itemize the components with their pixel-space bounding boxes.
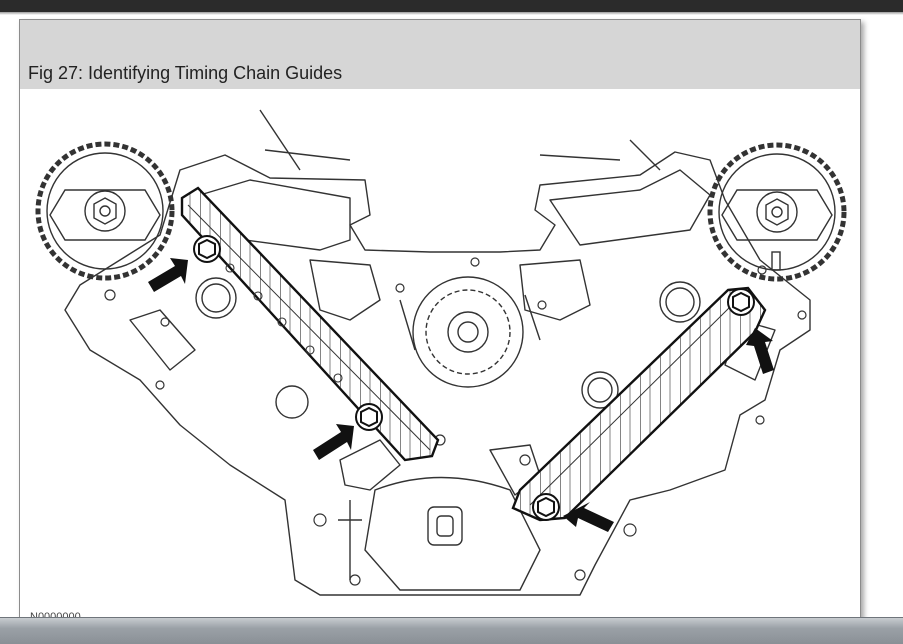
left-guide-lower-bolt [355,403,383,431]
bolt-holes [104,257,807,586]
callout-arrows [148,258,774,532]
arrow-right-lower-bolt [563,502,614,532]
crankshaft-pulley [399,276,541,388]
engine-block [64,109,811,596]
right-camshaft-sprocket [707,142,847,282]
timing-chain-guides-diagram [35,109,847,596]
arrow-left-upper-bolt [148,258,188,292]
figure-panel: Fig 27: Identifying Timing Chain Guides [19,19,861,626]
arrow-left-lower-bolt [313,424,354,460]
figure-header: Fig 27: Identifying Timing Chain Guides [20,20,860,89]
right-guide-lower-bolt [532,493,560,521]
arrow-right-upper-bolt [746,328,774,374]
left-timing-chain-guide [180,186,440,462]
bottom-toolbar [0,617,903,644]
cylinder-bores [195,277,701,419]
right-timing-chain-guide [511,286,767,522]
right-guide-upper-bolt [727,288,755,316]
front-cover [338,476,541,591]
top-bar-shadow [0,12,903,15]
figure-title: Fig 27: Identifying Timing Chain Guides [28,63,343,83]
left-camshaft-sprocket [35,141,175,281]
window-top-bar [0,0,903,12]
left-guide-upper-bolt [193,235,221,263]
